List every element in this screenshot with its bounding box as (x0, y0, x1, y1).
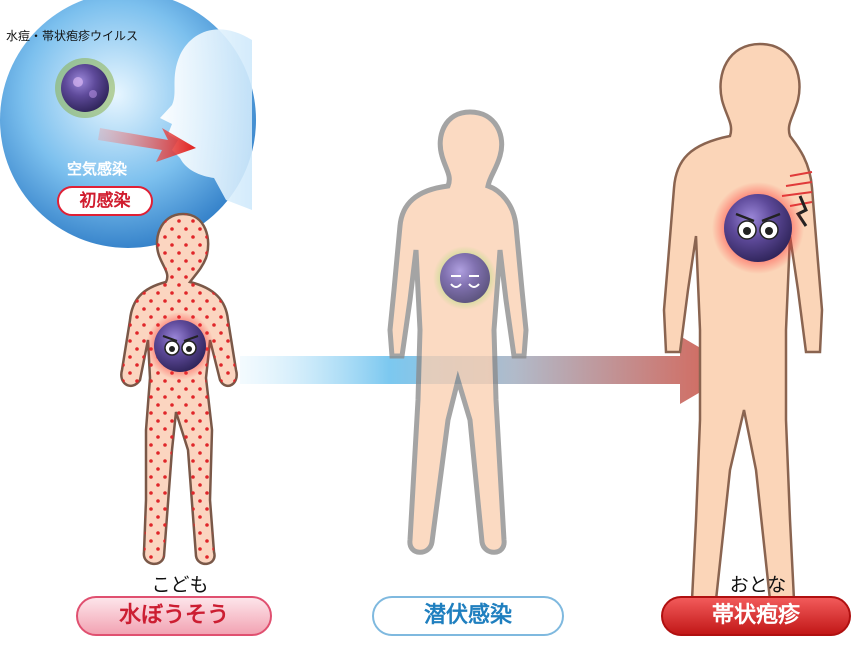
pain-lines-icon (781, 171, 813, 207)
latent-infection-badge: 潜伏感染 (372, 596, 564, 636)
airborne-infection-panel (0, 0, 256, 248)
adult-figure (662, 42, 824, 602)
angry-virus-icon (712, 182, 804, 274)
face-silhouette-icon (160, 29, 252, 210)
angry-virus-icon (146, 312, 214, 380)
chickenpox-badge: 水ぼうそう (76, 596, 272, 636)
rash-dot-icon (121, 214, 237, 564)
shingles-badge: 帯状疱疹 (661, 596, 851, 636)
adult-caption: おとな (729, 574, 787, 596)
latent-figure (387, 109, 529, 555)
first-infection-badge: 初感染 (57, 186, 153, 216)
child-caption: こども (151, 574, 209, 596)
virus-icon (55, 58, 115, 118)
airborne-infection-label: 空気感染 (67, 160, 128, 178)
child-figure (120, 212, 238, 565)
sleeping-virus-icon (433, 246, 497, 310)
virus-name-label: 水痘・帯状疱疹ウイルス (6, 29, 139, 43)
red-arrow-icon (98, 128, 196, 162)
